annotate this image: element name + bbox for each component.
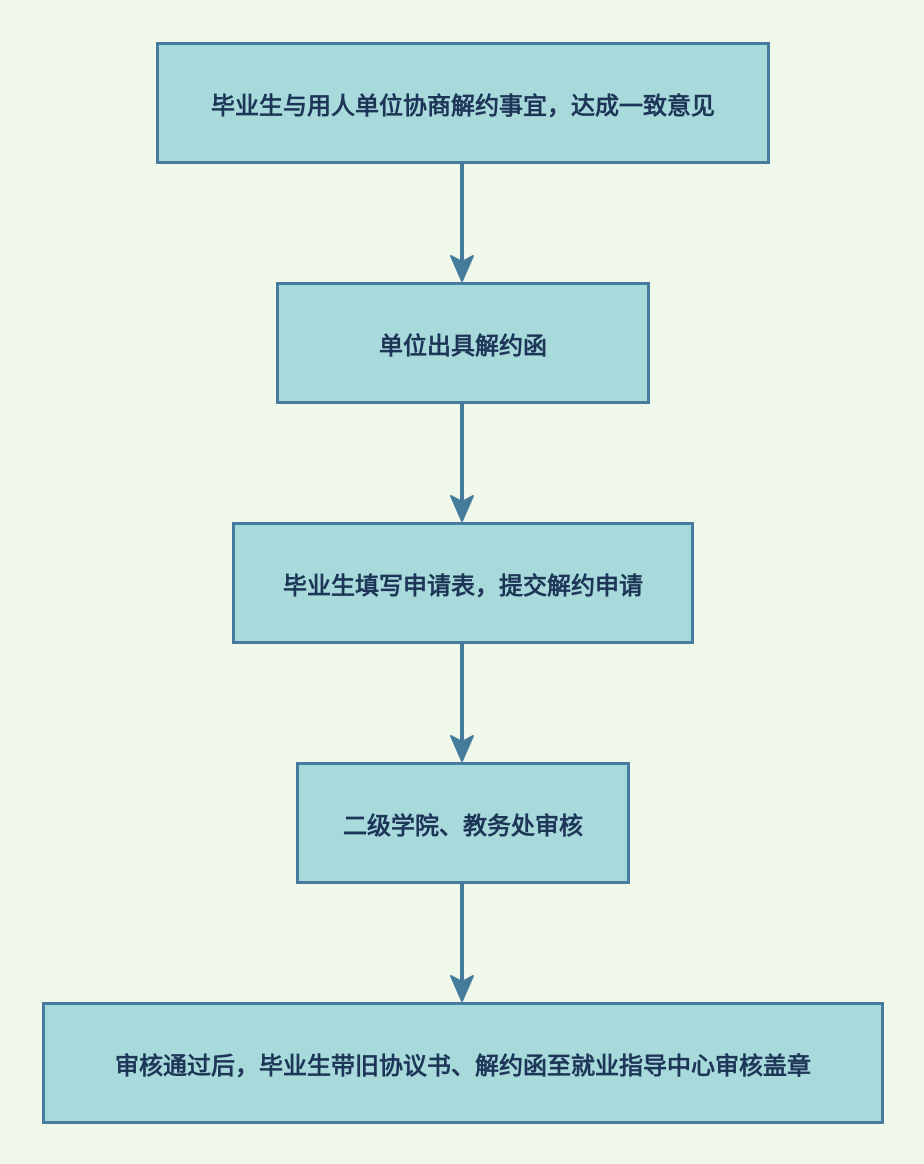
flow-step-4-label: 二级学院、教务处审核	[343, 811, 583, 840]
flow-step-3-label: 毕业生填写申请表，提交解约申请	[283, 571, 643, 600]
flow-step-5-stamp: 审核通过后，毕业生带旧协议书、解约函至就业指导中心审核盖章	[42, 1002, 884, 1124]
arrow-3-to-4	[450, 644, 474, 762]
arrow-1-to-2	[450, 164, 474, 282]
flow-step-4-review: 二级学院、教务处审核	[296, 762, 630, 884]
flow-step-2-label: 单位出具解约函	[379, 331, 547, 360]
flow-step-1-label: 毕业生与用人单位协商解约事宜，达成一致意见	[211, 91, 715, 120]
flow-step-1-negotiate: 毕业生与用人单位协商解约事宜，达成一致意见	[156, 42, 770, 164]
flow-step-3-submit-application: 毕业生填写申请表，提交解约申请	[232, 522, 694, 644]
arrow-4-to-5	[450, 884, 474, 1002]
flow-step-2-termination-letter: 单位出具解约函	[276, 282, 650, 404]
flow-step-5-label: 审核通过后，毕业生带旧协议书、解约函至就业指导中心审核盖章	[115, 1051, 811, 1080]
arrow-2-to-3	[450, 404, 474, 522]
